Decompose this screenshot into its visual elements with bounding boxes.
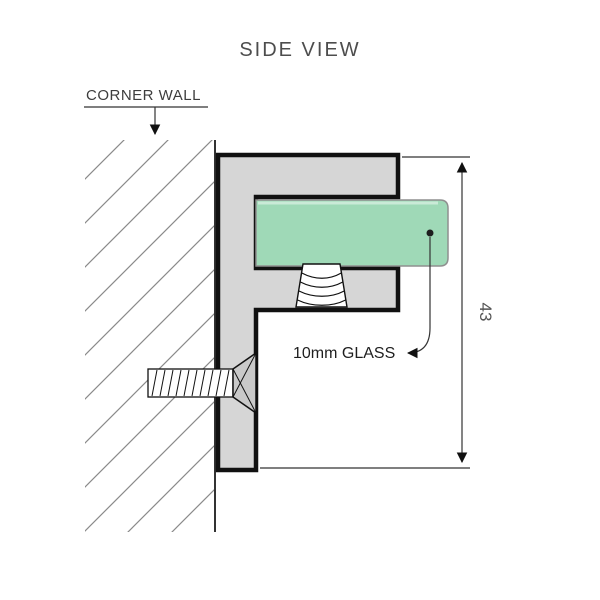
corner-wall-label: CORNER WALL [86, 87, 201, 104]
wall-screw [147, 351, 257, 415]
diagram-title: SIDE VIEW [239, 39, 360, 61]
glass-callout: 10mm GLASS [293, 229, 434, 362]
screw-threads [151, 369, 230, 397]
wall-hatching [85, 140, 215, 532]
glass-label: 10mm GLASS [293, 345, 395, 362]
dimension-value: 43 [476, 303, 495, 322]
glass-panel [255, 199, 449, 267]
glass-clamp-bracket [215, 152, 401, 473]
glass-leader-arrow [406, 237, 431, 359]
corner-wall-callout: CORNER WALL [84, 87, 208, 136]
dimension-43: 43 [260, 156, 495, 469]
leader-dot [426, 229, 434, 237]
grub-screw [295, 263, 348, 308]
